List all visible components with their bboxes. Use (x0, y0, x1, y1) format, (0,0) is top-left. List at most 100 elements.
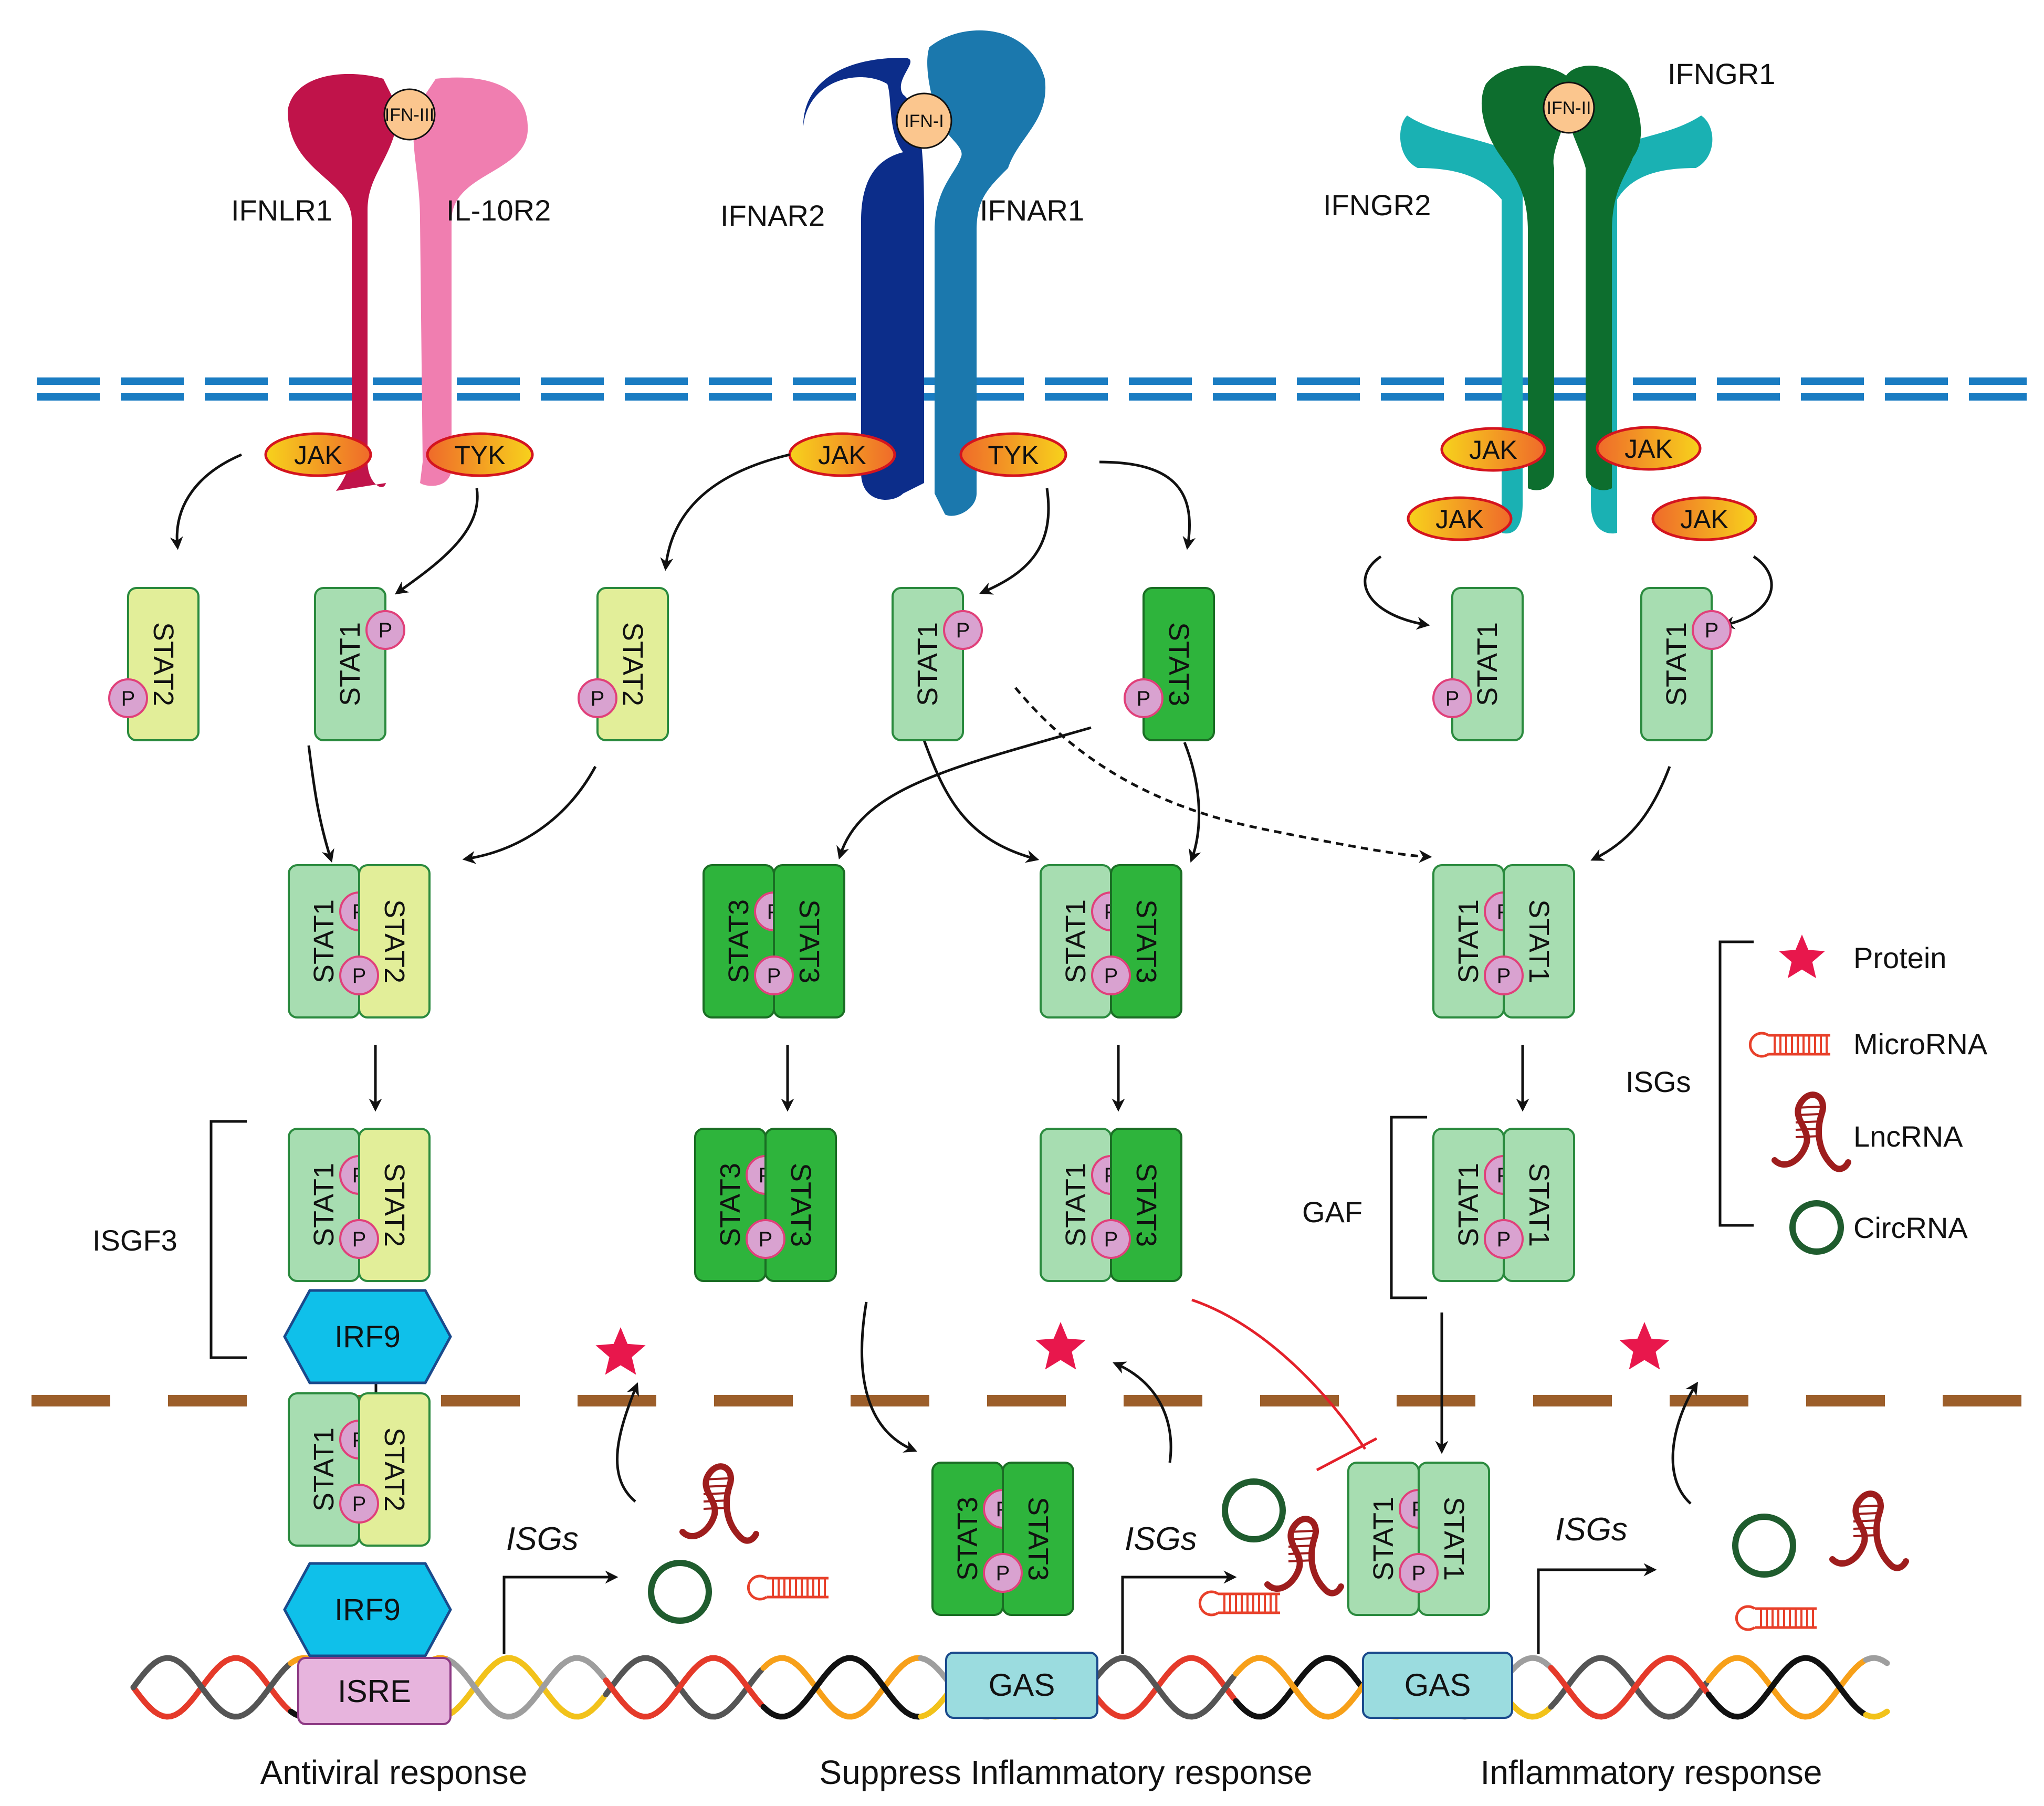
phosphate-label: P (956, 619, 970, 642)
tyk-label: TYK (988, 440, 1039, 470)
stat1-label: STAT1 (1523, 1163, 1555, 1247)
irf9-on-isre: IRF9 (283, 1562, 452, 1657)
jak-label: JAK (294, 440, 342, 470)
cell-membrane (37, 377, 2027, 401)
ifnar2-chain (803, 58, 924, 500)
type-iii-receptor: IFN-III IFNLR1 IL-10R2 JAK TYK (231, 74, 551, 491)
phosphate-group: P (1432, 678, 1472, 718)
ifnar1-label: IFNAR1 (980, 194, 1084, 227)
ifn-iii-ligand (383, 88, 436, 141)
stat3-label: STAT3 (1130, 899, 1162, 983)
phosphate-group: P (746, 1219, 785, 1259)
legend-label-microrna: MicroRNA (1853, 1027, 1988, 1060)
phosphate-group: P (1692, 610, 1732, 650)
jak-label: JAK (1469, 435, 1517, 465)
signal-arrow (861, 1301, 917, 1453)
star-icon (1619, 1322, 1670, 1370)
irf9-label: IRF9 (334, 1593, 401, 1627)
phosphate-label: P (121, 687, 135, 710)
signal-arrow (923, 740, 1040, 863)
legend-label-lncrna: LncRNA (1853, 1120, 1963, 1153)
isre-label: ISRE (338, 1674, 411, 1709)
legend-label-circrna: CircRNA (1853, 1211, 1968, 1244)
transcription-arrow-suppress (1121, 1570, 1237, 1654)
microrna-icon (1735, 1605, 1817, 1631)
ifngr1-chain-right (1564, 66, 1641, 490)
ifnlr1-label: IFNLR1 (231, 194, 332, 227)
stat3-label: STAT3 (1130, 1163, 1162, 1247)
stat2-label: STAT2 (379, 899, 410, 983)
phosphate-group: P (339, 1484, 379, 1524)
jak-label: JAK (1435, 505, 1484, 534)
stat3-label: STAT3 (723, 899, 754, 983)
irf9-in-isgf3: IRF9 (283, 1289, 452, 1384)
transcription-arrow-inflammatory (1537, 1563, 1657, 1654)
gas-label: GAS (1404, 1667, 1471, 1703)
stat3-label: STAT3 (715, 1163, 746, 1247)
isgs-label-inflammatory: ISGs (1555, 1511, 1628, 1548)
signal-arrow (660, 453, 790, 571)
dna-strand-a (1548, 1655, 1710, 1720)
stat1-label: STAT1 (308, 899, 340, 983)
jak-kinase (1440, 427, 1546, 472)
phosphate-group: P (578, 678, 617, 718)
phosphate-label: P (379, 619, 393, 642)
signal-arrow (1099, 460, 1196, 550)
stat3-label: STAT3 (785, 1163, 816, 1247)
phosphate-label: P (352, 964, 366, 988)
phosphate-label: P (1412, 1562, 1426, 1585)
dashed-signal-arrow (1014, 687, 1432, 863)
lncrna-icon (679, 1463, 759, 1544)
stat1-label: STAT1 (1060, 1163, 1092, 1247)
microrna-icon (1198, 1590, 1280, 1616)
dna-strand-b (760, 1655, 922, 1720)
phosphate-group: P (754, 956, 794, 995)
isg-products (595, 1322, 1909, 1631)
tyk-label: TYK (454, 440, 505, 470)
stat1-label: STAT1 (1472, 622, 1503, 706)
gaf-bracket (1390, 1116, 1427, 1299)
signal-arrow (170, 453, 242, 550)
stat3-label: STAT3 (1163, 622, 1194, 706)
phosphate-label: P (591, 687, 605, 710)
phosphate-group: P (1484, 1219, 1524, 1259)
phosphate-label: P (1445, 687, 1460, 710)
ifnlr1-chain (288, 74, 399, 491)
dna-strand-b (1548, 1655, 1710, 1720)
tyk-kinase (959, 432, 1067, 477)
legend-bracket (1718, 940, 1754, 1227)
ifnar1-chain (927, 30, 1046, 516)
jak-kinase (264, 432, 372, 477)
ifn-ii-ligand (1543, 81, 1595, 134)
stat3-label: STAT3 (952, 1497, 983, 1581)
lncrna-icon (1772, 1091, 1851, 1172)
dna-strand-b (603, 1655, 764, 1720)
phosphate-label: P (759, 1228, 773, 1251)
stat1-label: STAT1 (1661, 622, 1692, 706)
ifn-i-ligand (896, 92, 952, 149)
legend-icons (1748, 934, 1851, 1255)
il10r2-chain (413, 77, 528, 486)
inhibition-bar (1316, 1437, 1378, 1472)
phosphate-label: P (352, 1493, 366, 1516)
phosphate-label: P (1104, 1228, 1118, 1251)
dna-strand-b (1705, 1655, 1867, 1720)
stat1-label: STAT1 (1368, 1497, 1399, 1581)
signal-arrow (462, 765, 597, 864)
ifn-i-label: IFN-I (904, 111, 944, 131)
phosphate-group: P (1484, 956, 1524, 995)
dna-strand-a (1863, 1655, 1890, 1666)
stat2-label: STAT2 (148, 622, 179, 706)
phosphate-group: P (983, 1553, 1023, 1593)
